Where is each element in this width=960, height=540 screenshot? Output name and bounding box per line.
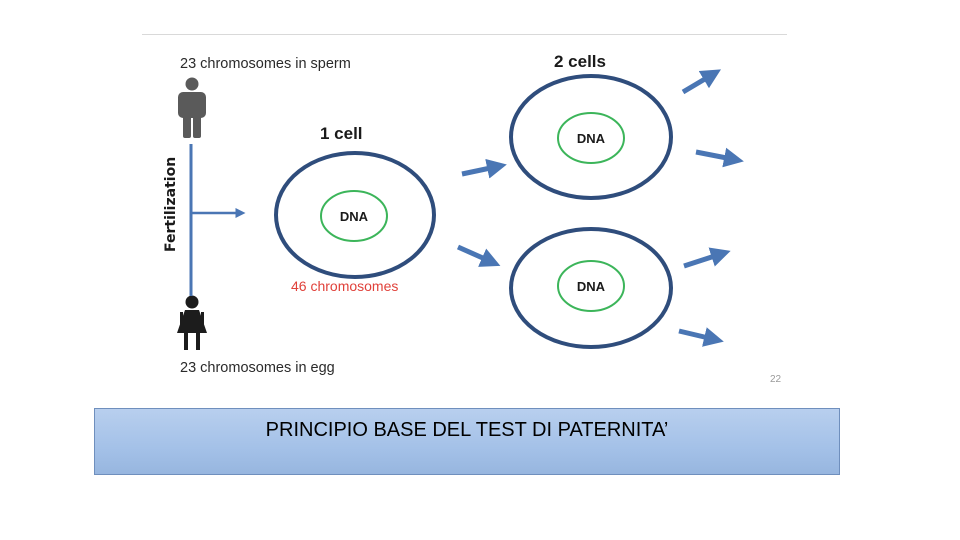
- daughter-cell-bottom: DNA: [509, 227, 673, 349]
- dna-label: DNA: [340, 209, 369, 224]
- outgoing-arrow-icon: [678, 327, 724, 347]
- sperm-chromosomes-label: 23 chromosomes in sperm: [180, 56, 351, 72]
- one-cell-label: 1 cell: [320, 124, 363, 143]
- two-cells-label: 2 cells: [554, 52, 606, 71]
- dna-label: DNA: [577, 131, 606, 146]
- outgoing-arrow-icon: [681, 69, 722, 95]
- fertilization-diagram: DNA DNA DNA: [177, 69, 744, 350]
- chromosomes-46-label: 46 chromosomes: [291, 278, 399, 294]
- title-banner: PRINCIPIO BASE DEL TEST DI PATERNITA’: [94, 408, 840, 475]
- outgoing-arrow-icon: [695, 147, 744, 168]
- division-arrow-down-icon: [456, 244, 501, 267]
- top-divider: [142, 34, 787, 35]
- division-arrow-up-icon: [461, 158, 507, 179]
- female-figure-icon: [177, 295, 207, 350]
- egg-chromosomes-label: 23 chromosomes in egg: [180, 360, 335, 376]
- outgoing-arrow-icon: [683, 247, 731, 269]
- slide-number: 22: [770, 374, 782, 385]
- slide-title: PRINCIPIO BASE DEL TEST DI PATERNITA’: [265, 419, 669, 441]
- single-cell: DNA: [274, 151, 436, 279]
- male-figure-icon: [178, 77, 206, 138]
- daughter-cell-top: DNA: [509, 74, 673, 200]
- dna-label: DNA: [577, 279, 606, 294]
